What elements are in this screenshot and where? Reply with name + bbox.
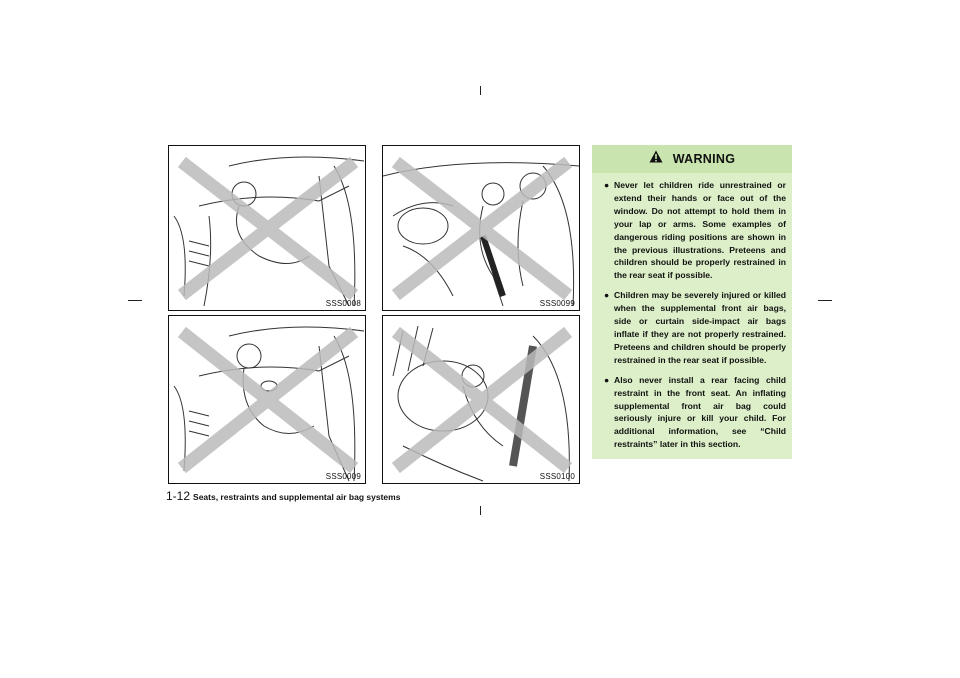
warning-text: Also never install a rear facing child r… (614, 374, 786, 450)
warning-item: ● Never let children ride unrestrained o… (604, 179, 786, 282)
warning-text: Never let children ride unrestrained or … (614, 180, 786, 281)
illustration-child-in-adult-lap (173, 326, 365, 482)
figure-code: SSS0099 (539, 299, 575, 308)
warning-title: WARNING (672, 152, 736, 166)
figure-code: SSS0009 (325, 472, 361, 481)
warning-item: ● Children may be severely injured or ki… (604, 289, 786, 366)
bullet-icon: ● (604, 290, 610, 301)
warning-text: Children may be severely injured or kill… (614, 290, 786, 365)
figure-sss0008: SSS0008 (168, 145, 366, 311)
bullet-icon: ● (604, 180, 610, 190)
figure-code: SSS0008 (325, 299, 361, 308)
illustration-child-standing-front-seat (383, 156, 579, 307)
page-number: 1-12 (166, 489, 191, 503)
crop-mark-top (480, 86, 481, 95)
warning-box: WARNING ● Never let children ride unrest… (592, 145, 792, 459)
section-title: Seats, restraints and supplemental air b… (193, 492, 401, 502)
crop-mark-right (818, 300, 832, 301)
page-footer: 1-12 Seats, restraints and supplemental … (166, 489, 400, 503)
crop-mark-left (128, 300, 142, 301)
illustration-child-unrestrained-front-seat (173, 156, 365, 307)
figure-sss0009: SSS0009 (168, 315, 366, 484)
figure-sss0100: SSS0100 (382, 315, 580, 484)
figure-code: SSS0100 (539, 472, 575, 481)
warning-item: ● Also never install a rear facing child… (604, 374, 786, 451)
warning-triangle-icon (649, 150, 663, 168)
warning-header: WARNING (592, 145, 792, 173)
crop-mark-bottom (480, 506, 481, 515)
illustration-rear-facing-seat-front-airbag (391, 325, 573, 482)
bullet-icon: ● (604, 374, 610, 385)
warning-list: ● Never let children ride unrestrained o… (604, 179, 786, 458)
figure-sss0099: SSS0099 (382, 145, 580, 311)
